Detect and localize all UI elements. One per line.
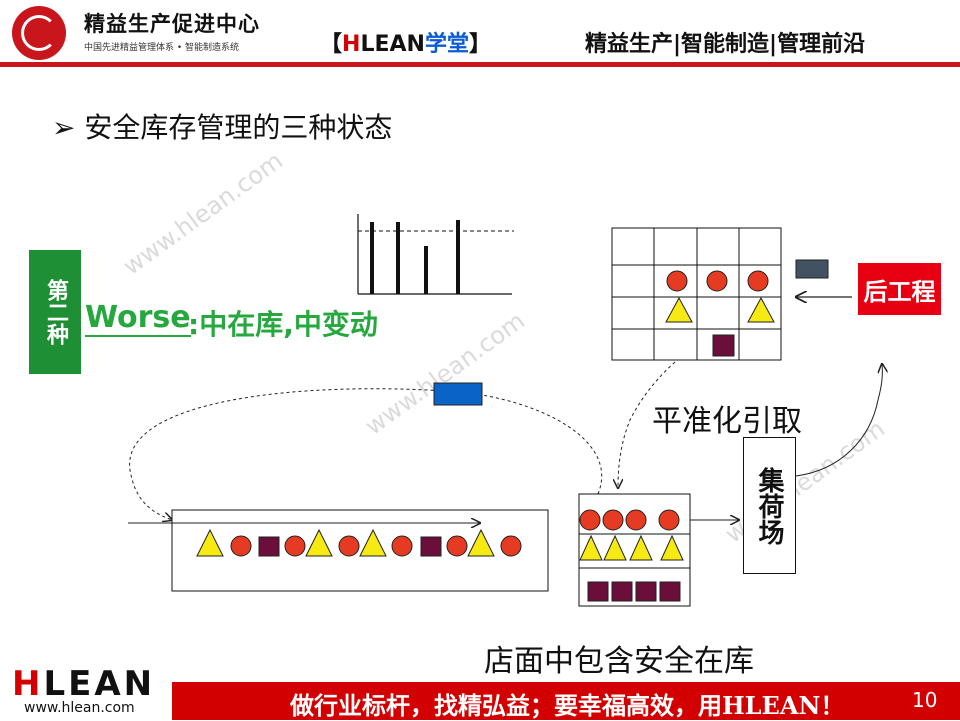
pull-dashed-line <box>618 361 676 488</box>
store-items <box>579 509 684 602</box>
brand-title: 【HLEAN学堂】 <box>320 32 491 57</box>
production-items <box>196 528 522 557</box>
state-badge: 第二种 <box>29 250 81 374</box>
leveling-label: 平准化引取 <box>652 404 802 439</box>
gathering-area-box: 集荷场 <box>743 437 796 574</box>
bullet-arrow-icon: ➢ <box>52 111 76 144</box>
logo-title: 精益生产促进中心 <box>84 12 260 36</box>
kanban-loop <box>129 388 603 520</box>
slide-heading: ➢ 安全库存管理的三种状态 <box>52 106 392 146</box>
kanban-grid-items <box>665 270 775 357</box>
footer-bar <box>172 682 960 720</box>
post-process-box: 后工程 <box>858 263 941 315</box>
diagram-caption: 店面中包含安全在库 <box>484 644 754 679</box>
kanban-card-blue <box>433 382 483 406</box>
kanban-grid <box>611 227 782 361</box>
logo-subtitle: 中国先进精益管理体系 • 智能制造系统 <box>84 43 240 53</box>
worse-description: :中在库,中变动 <box>188 308 378 341</box>
page-number: 10 <box>912 688 938 712</box>
heading-text: 安全库存管理的三种状态 <box>84 111 393 144</box>
delivery-arrow <box>795 364 882 477</box>
footer-logo: HLEAN <box>12 664 156 704</box>
footer-slogan: 做行业标杆，找精弘益；要幸福高效，用HLEAN！ <box>290 691 845 720</box>
kanban-card <box>795 259 829 279</box>
logo-icon <box>12 6 66 60</box>
header-divider <box>0 62 960 67</box>
header-tagline: 精益生产|智能制造|管理前沿 <box>585 32 866 57</box>
footer-url: www.hlean.com <box>24 700 135 716</box>
variation-bar-chart <box>357 214 514 295</box>
worse-label: Worse <box>85 300 191 337</box>
